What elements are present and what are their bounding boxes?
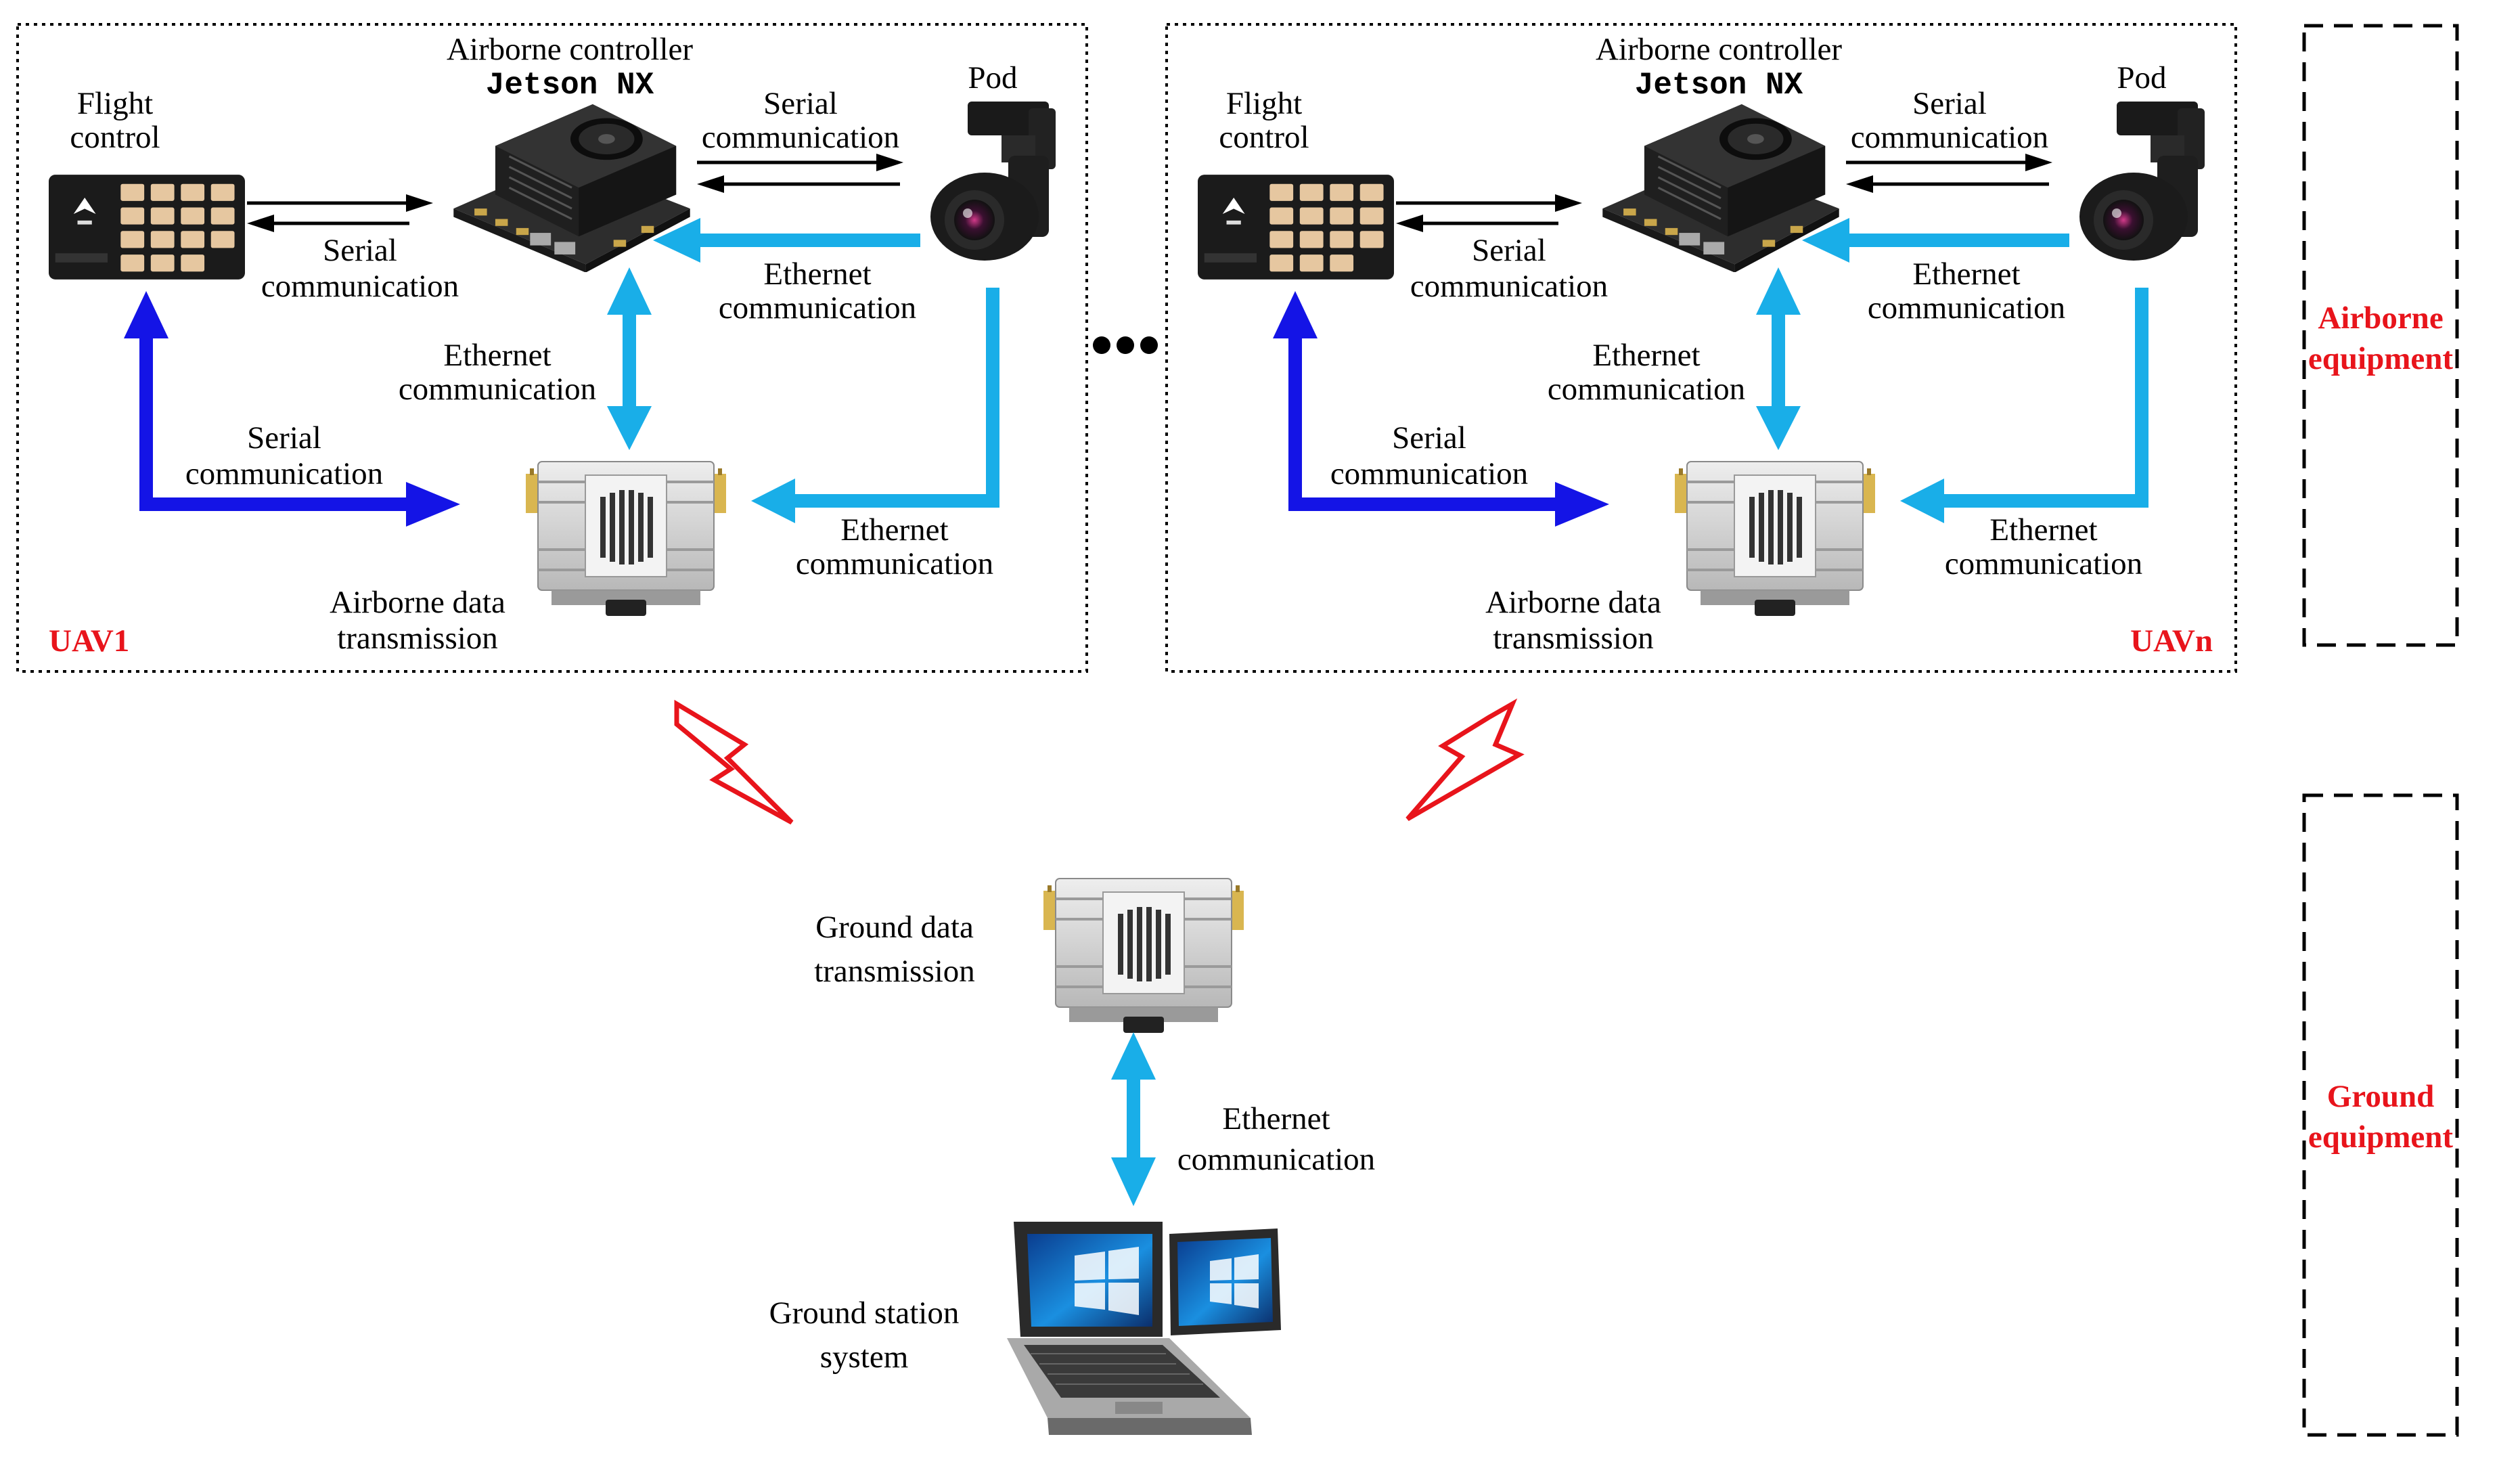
uav1-controller-title: Airborne controller	[447, 32, 693, 67]
ellipsis-dot	[1093, 336, 1110, 354]
uav1-controller-model: Jetson NX	[486, 68, 654, 103]
airborne-equipment-label-2: equipment	[2308, 341, 2453, 376]
uavn-serial-arrow-fc-radio	[1288, 338, 1558, 511]
uavn-ethernet-arrowhead	[1802, 218, 1849, 263]
uavn-serial-arrowhead	[2025, 154, 2052, 171]
wireless-link-icon	[1405, 698, 1525, 822]
uavn-ethernet-pod-label-1: Ethernet	[1912, 257, 2020, 292]
uav1-serial-arrowhead	[697, 175, 724, 193]
uav1-serial-arrowhead-blue	[124, 291, 168, 338]
uav1-radio-label-1: Airborne data	[330, 585, 505, 620]
uavn-jetson-nx-controller	[1601, 103, 1841, 272]
uavn-serial-arrowhead-blue	[1273, 291, 1318, 338]
ellipsis-dot	[1117, 336, 1134, 354]
uavn-ethernet-radio-label-2: communication	[1945, 546, 2142, 581]
uavn-pod-camera	[2079, 102, 2205, 261]
uav1-airborne-radio	[526, 462, 726, 616]
uav1-flight-control-label-2: control	[70, 120, 160, 155]
uav1-ethernet-arrowhead	[751, 479, 795, 523]
uav1-ethernet-ctrl-label-2: communication	[399, 372, 596, 407]
ground-equipment-label-2: equipment	[2308, 1120, 2453, 1155]
ground-station-label-2: system	[820, 1339, 909, 1375]
uavn-airborne-radio	[1675, 462, 1875, 616]
ground-radio-label-1: Ground data	[815, 910, 974, 945]
uav1-radio-label-2: transmission	[337, 621, 498, 656]
ground-station-laptop	[1006, 1221, 1282, 1436]
ground-data-radio	[1043, 879, 1244, 1033]
uavn-ethernet-ctrl-label-2: communication	[1548, 372, 1745, 407]
uavn-serial-pod-label-2: communication	[1851, 120, 2048, 155]
ground-radio-label-2: transmission	[814, 954, 975, 989]
ground-ethernet-arrowhead	[1111, 1032, 1156, 1080]
airborne-equipment-box	[2302, 24, 2459, 647]
wireless-link-icon	[674, 699, 794, 825]
uavn-box	[1165, 23, 2237, 673]
uavn-flight-control-board	[1198, 175, 1394, 280]
uav1-serial-radio-label-2: communication	[185, 456, 383, 491]
uav1-ethernet-arrowhead	[653, 218, 700, 263]
uavn-ethernet-arrowhead	[1756, 267, 1801, 315]
uav1-flight-control-label-1: Flight	[77, 86, 153, 121]
uav1-serial-arrowhead	[876, 154, 903, 171]
uavn-controller-model: Jetson NX	[1635, 68, 1803, 103]
uav1-ethernet-pod-label-2: communication	[719, 290, 916, 326]
uavn-flight-control-label-1: Flight	[1226, 86, 1302, 121]
ground-ethernet-label-1: Ethernet	[1222, 1101, 1330, 1136]
ground-ethernet-label-2: communication	[1177, 1142, 1375, 1177]
uav1-ethernet-arrowhead	[607, 267, 652, 315]
airborne-equipment-label-1: Airborne	[2318, 301, 2443, 336]
uav1-serial-radio-label-1: Serial	[247, 420, 321, 456]
uav1-pod-camera	[930, 102, 1056, 261]
uavn-serial-radio-label-2: communication	[1330, 456, 1528, 491]
uavn-ethernet-radio-label-1: Ethernet	[1989, 512, 2097, 548]
ground-ethernet-arrowhead	[1111, 1157, 1156, 1206]
uavn-name: UAVn	[2130, 623, 2213, 659]
uavn-flight-control-label-2: control	[1219, 120, 1309, 155]
uavn-serial-arrowhead	[1396, 215, 1423, 232]
uav1-serial-arrowhead-blue	[406, 482, 460, 527]
uavn-controller-title: Airborne controller	[1596, 32, 1842, 67]
uavn-ethernet-arrowhead	[1756, 406, 1801, 450]
uav1-ethernet-pod-label-1: Ethernet	[763, 257, 871, 292]
uav1-flight-control-board	[49, 175, 245, 280]
uav1-ethernet-radio-label-2: communication	[796, 546, 993, 581]
uavn-radio-label-1: Airborne data	[1485, 585, 1661, 620]
uavn-serial-pod-label-1: Serial	[1912, 86, 1987, 121]
uavn-serial-arrowhead-blue	[1555, 482, 1609, 527]
uavn-serial-radio-label-1: Serial	[1392, 420, 1466, 456]
uav1-pod-label: Pod	[968, 60, 1017, 95]
uavn-ethernet-arrow-pod-to-radio	[1941, 288, 2148, 508]
uavn-pod-label: Pod	[2117, 60, 2166, 95]
uav1-serial-arrow-fc-radio	[139, 338, 409, 511]
uav1-serial-fc-label-1: Serial	[323, 233, 397, 268]
uavn-serial-arrowhead	[1555, 194, 1582, 212]
uav1-ethernet-radio-label-1: Ethernet	[840, 512, 948, 548]
uav1-serial-arrowhead	[247, 215, 274, 232]
uav1-ethernet-ctrl-label-1: Ethernet	[443, 338, 551, 373]
ground-equipment-box	[2302, 793, 2459, 1437]
uav1-serial-arrowhead	[406, 194, 433, 212]
uavn-ethernet-pod-label-2: communication	[1868, 290, 2065, 326]
ground-station-label-1: Ground station	[769, 1295, 960, 1331]
uav1-ethernet-arrow-pod-to-radio	[792, 288, 999, 508]
uav1-serial-fc-label-2: communication	[261, 269, 459, 304]
uav1-jetson-nx-controller	[452, 103, 692, 272]
uav1-name: UAV1	[49, 623, 129, 659]
ground-equipment-label-1: Ground	[2327, 1079, 2435, 1114]
uavn-serial-arrowhead	[1846, 175, 1873, 193]
uavn-ethernet-arrowhead	[1900, 479, 1944, 523]
uav1-serial-pod-label-1: Serial	[763, 86, 838, 121]
uavn-ethernet-ctrl-label-1: Ethernet	[1592, 338, 1700, 373]
uavn-radio-label-2: transmission	[1493, 621, 1654, 656]
uav1-box	[16, 23, 1088, 673]
uav1-ethernet-arrowhead	[607, 406, 652, 450]
uavn-serial-fc-label-2: communication	[1410, 269, 1608, 304]
uav1-serial-pod-label-2: communication	[702, 120, 899, 155]
uavn-serial-fc-label-1: Serial	[1472, 233, 1546, 268]
ellipsis-dot	[1140, 336, 1158, 354]
